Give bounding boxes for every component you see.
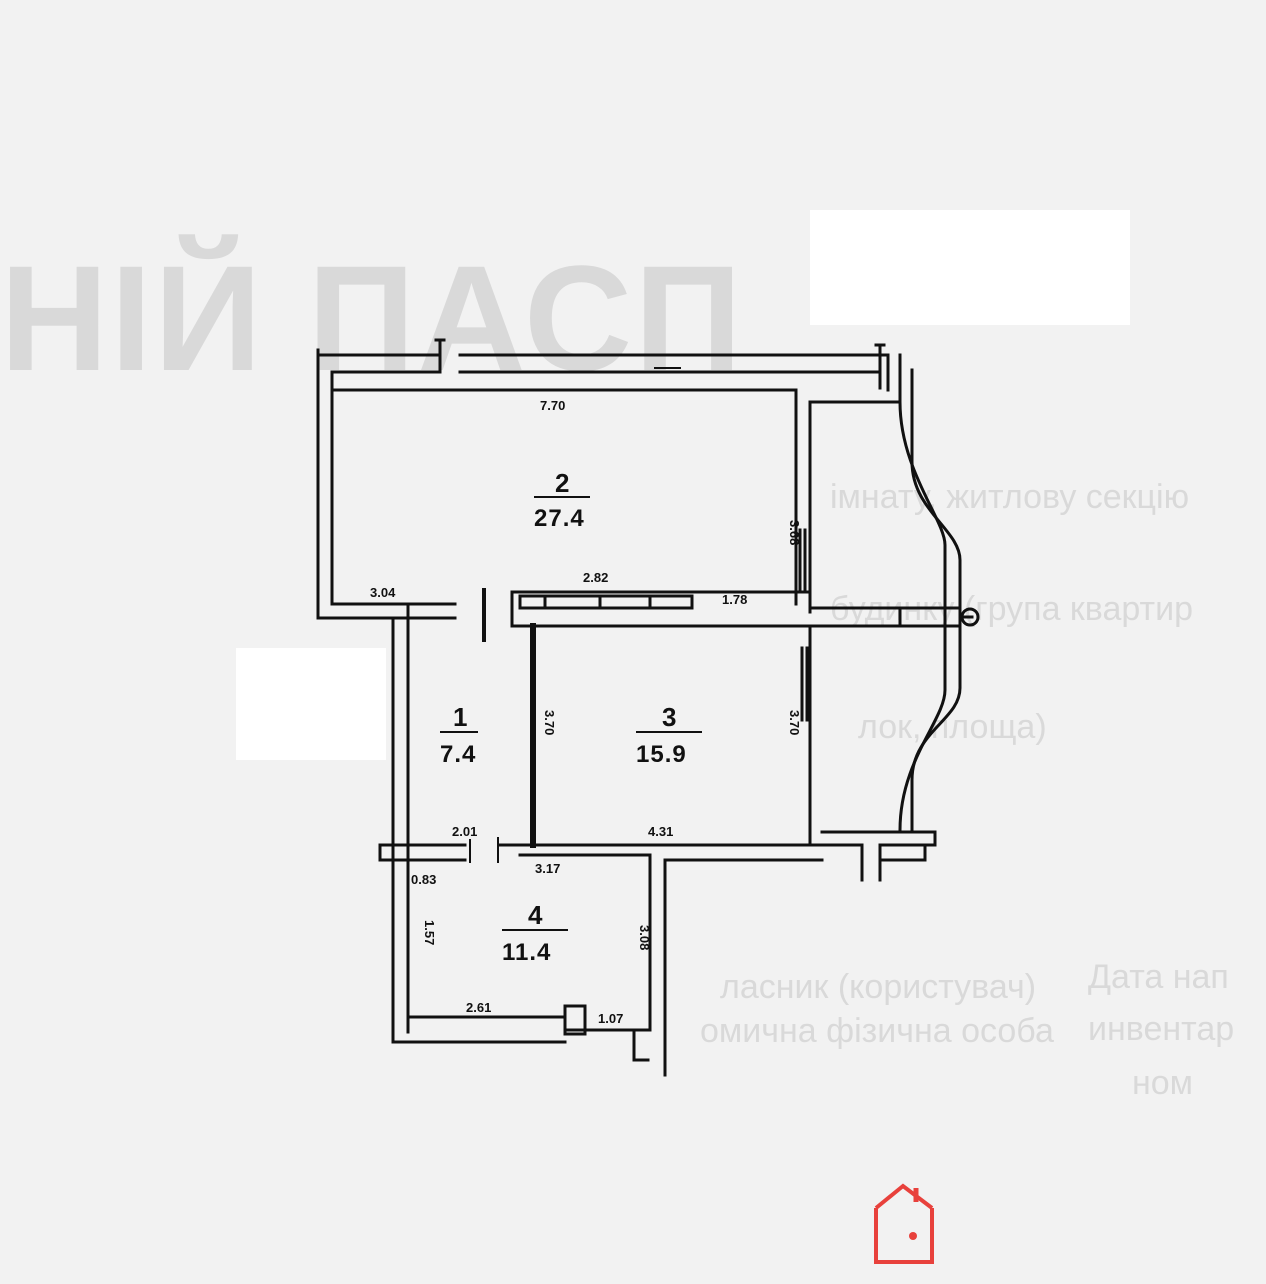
ghost-side-label-2: инвентар	[1088, 1010, 1235, 1048]
balcony-base-step	[878, 846, 927, 862]
dim-room4-right-height: 3.08	[637, 925, 652, 950]
room4-bottom-wall	[403, 1015, 567, 1044]
bottom-vent	[563, 1004, 587, 1036]
top-tick-right	[874, 343, 886, 374]
window-right-lower	[800, 646, 809, 722]
house-logo-icon	[874, 1183, 934, 1264]
dim-room2-height: 3.68	[787, 520, 802, 545]
dim-top-width: 7.70	[540, 398, 565, 413]
inner-wall-left	[330, 370, 410, 1034]
room4-inner-right	[563, 853, 652, 1032]
dim-mid-center: 2.82	[583, 570, 608, 585]
dim-room3-height: 3.70	[787, 710, 802, 735]
dim-room3-bottom: 3.17	[535, 861, 560, 876]
built-in-cabinet	[518, 594, 694, 610]
ghost-line-5: омична фізична особа	[700, 1012, 1054, 1050]
room-1-area: 7.4	[440, 741, 476, 768]
dim-room1-height: 3.70	[542, 710, 557, 735]
balcony-partition	[808, 606, 962, 628]
room4-outer-right	[663, 858, 824, 1077]
dim-mid-right: 1.78	[722, 592, 747, 607]
balcony-inner-curve	[898, 400, 947, 832]
partition-2-3	[510, 590, 812, 628]
ghost-line-3: лок, площа)	[858, 708, 1047, 746]
balcony-pipe-icon	[960, 607, 980, 627]
room-2-area: 27.4	[534, 505, 585, 532]
partition-2-1	[330, 602, 457, 620]
top-tick-left	[434, 338, 446, 374]
ghost-side-label-1: Дата нап	[1088, 958, 1229, 996]
room2-inner-outline	[330, 388, 798, 606]
room-1-number: 1	[453, 702, 467, 732]
room-4-area: 11.4	[502, 939, 551, 966]
room-3-area: 15.9	[636, 741, 687, 768]
redaction-patch-left	[236, 648, 386, 760]
room4-top-wall-left	[378, 843, 467, 862]
dim-nook-width: 0.83	[411, 872, 436, 887]
balcony-base-wall	[820, 830, 937, 882]
bottom-shaft	[632, 1028, 650, 1062]
balcony-outline	[898, 353, 962, 832]
room-3-number: 3	[662, 702, 676, 732]
dim-room4-left-height: 1.57	[422, 920, 437, 945]
dim-room4-bottom-right: 1.07	[598, 1011, 623, 1026]
window-right-upper	[798, 528, 807, 592]
door-ticks-room4	[469, 837, 499, 863]
dim-mid-left: 3.04	[370, 585, 396, 600]
ghost-line-1: імнату, житлову секцію	[830, 478, 1190, 516]
dim-corridor-width: 2.01	[452, 824, 477, 839]
ghost-side-label-3: ном	[1132, 1064, 1194, 1102]
right-wall-lower	[808, 624, 824, 847]
dim-room4-bottom-left: 2.61	[466, 1000, 491, 1015]
room4-top-wall-right	[498, 843, 652, 857]
redaction-patch-top	[810, 210, 1130, 325]
room-4-number: 4	[528, 900, 543, 930]
outer-wall-top	[316, 353, 890, 392]
inner-wall-top	[330, 370, 882, 390]
cabinet-dividers	[543, 594, 652, 610]
right-wall-upper	[808, 400, 902, 614]
ghost-line-4: ласник (користувач)	[720, 968, 1037, 1006]
room-2-number: 2	[555, 468, 569, 498]
dim-room3-width: 4.31	[648, 824, 673, 839]
ghost-title: НІЙ ПАСП	[0, 234, 745, 402]
